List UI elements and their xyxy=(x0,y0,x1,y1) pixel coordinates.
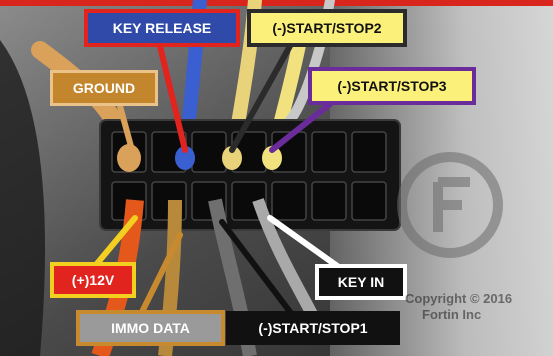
pointer-lines xyxy=(92,43,343,328)
pin-start-stop3 xyxy=(262,146,282,170)
wire-key-in xyxy=(252,198,321,323)
pin-ground xyxy=(117,144,141,172)
label-plus-12v: (+)12V xyxy=(50,262,136,298)
label-key-in: KEY IN xyxy=(315,264,407,300)
left-shadow xyxy=(0,40,45,356)
label-start-stop1: (-)START/STOP1 xyxy=(226,311,400,345)
label-ground: GROUND xyxy=(50,70,158,106)
fortin-logo-watermark xyxy=(397,152,503,258)
label-start-stop2: (-)START/STOP2 xyxy=(247,9,407,47)
label-key-release: KEY RELEASE xyxy=(84,9,240,47)
label-immo-data: IMMO DATA xyxy=(76,310,225,346)
label-start-stop3: (-)START/STOP3 xyxy=(308,67,476,105)
pin-key-release xyxy=(175,146,195,170)
watermark-company: Fortin Inc xyxy=(422,307,482,322)
fortin-logo-f xyxy=(433,177,470,232)
top-red-edge xyxy=(0,0,553,6)
pin-start-stop2 xyxy=(222,146,242,170)
connector-cavities-bottom xyxy=(111,181,387,221)
connector-cavities-top xyxy=(111,131,387,173)
watermark-copyright: Copyright © 2016 xyxy=(405,291,513,306)
